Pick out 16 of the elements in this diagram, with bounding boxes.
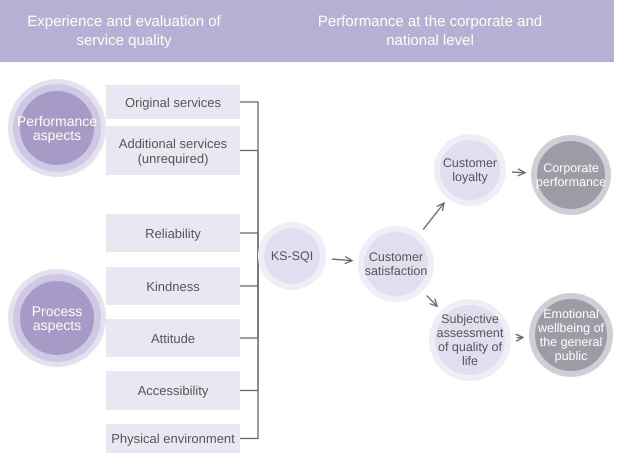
factor-box: Kindness [106, 267, 240, 305]
header-text: Performance at the corporate and national level [316, 12, 544, 50]
arrow [426, 295, 438, 307]
connector-line [240, 232, 259, 257]
factor-box: Attitude [106, 319, 240, 357]
factor-box: Accessibility [106, 371, 240, 410]
arrow [332, 256, 353, 264]
factor-box: Additional services (unrequired) [106, 126, 240, 175]
arrow [515, 334, 524, 342]
arrow [512, 168, 526, 177]
header-band [0, 0, 614, 62]
connector-line [240, 255, 259, 440]
factor-box: Reliability [106, 214, 240, 252]
factor-box: Physical environment [106, 424, 240, 453]
header-text: Experience and evaluation of service quality [26, 12, 222, 50]
factor-box: Original services [106, 85, 240, 119]
